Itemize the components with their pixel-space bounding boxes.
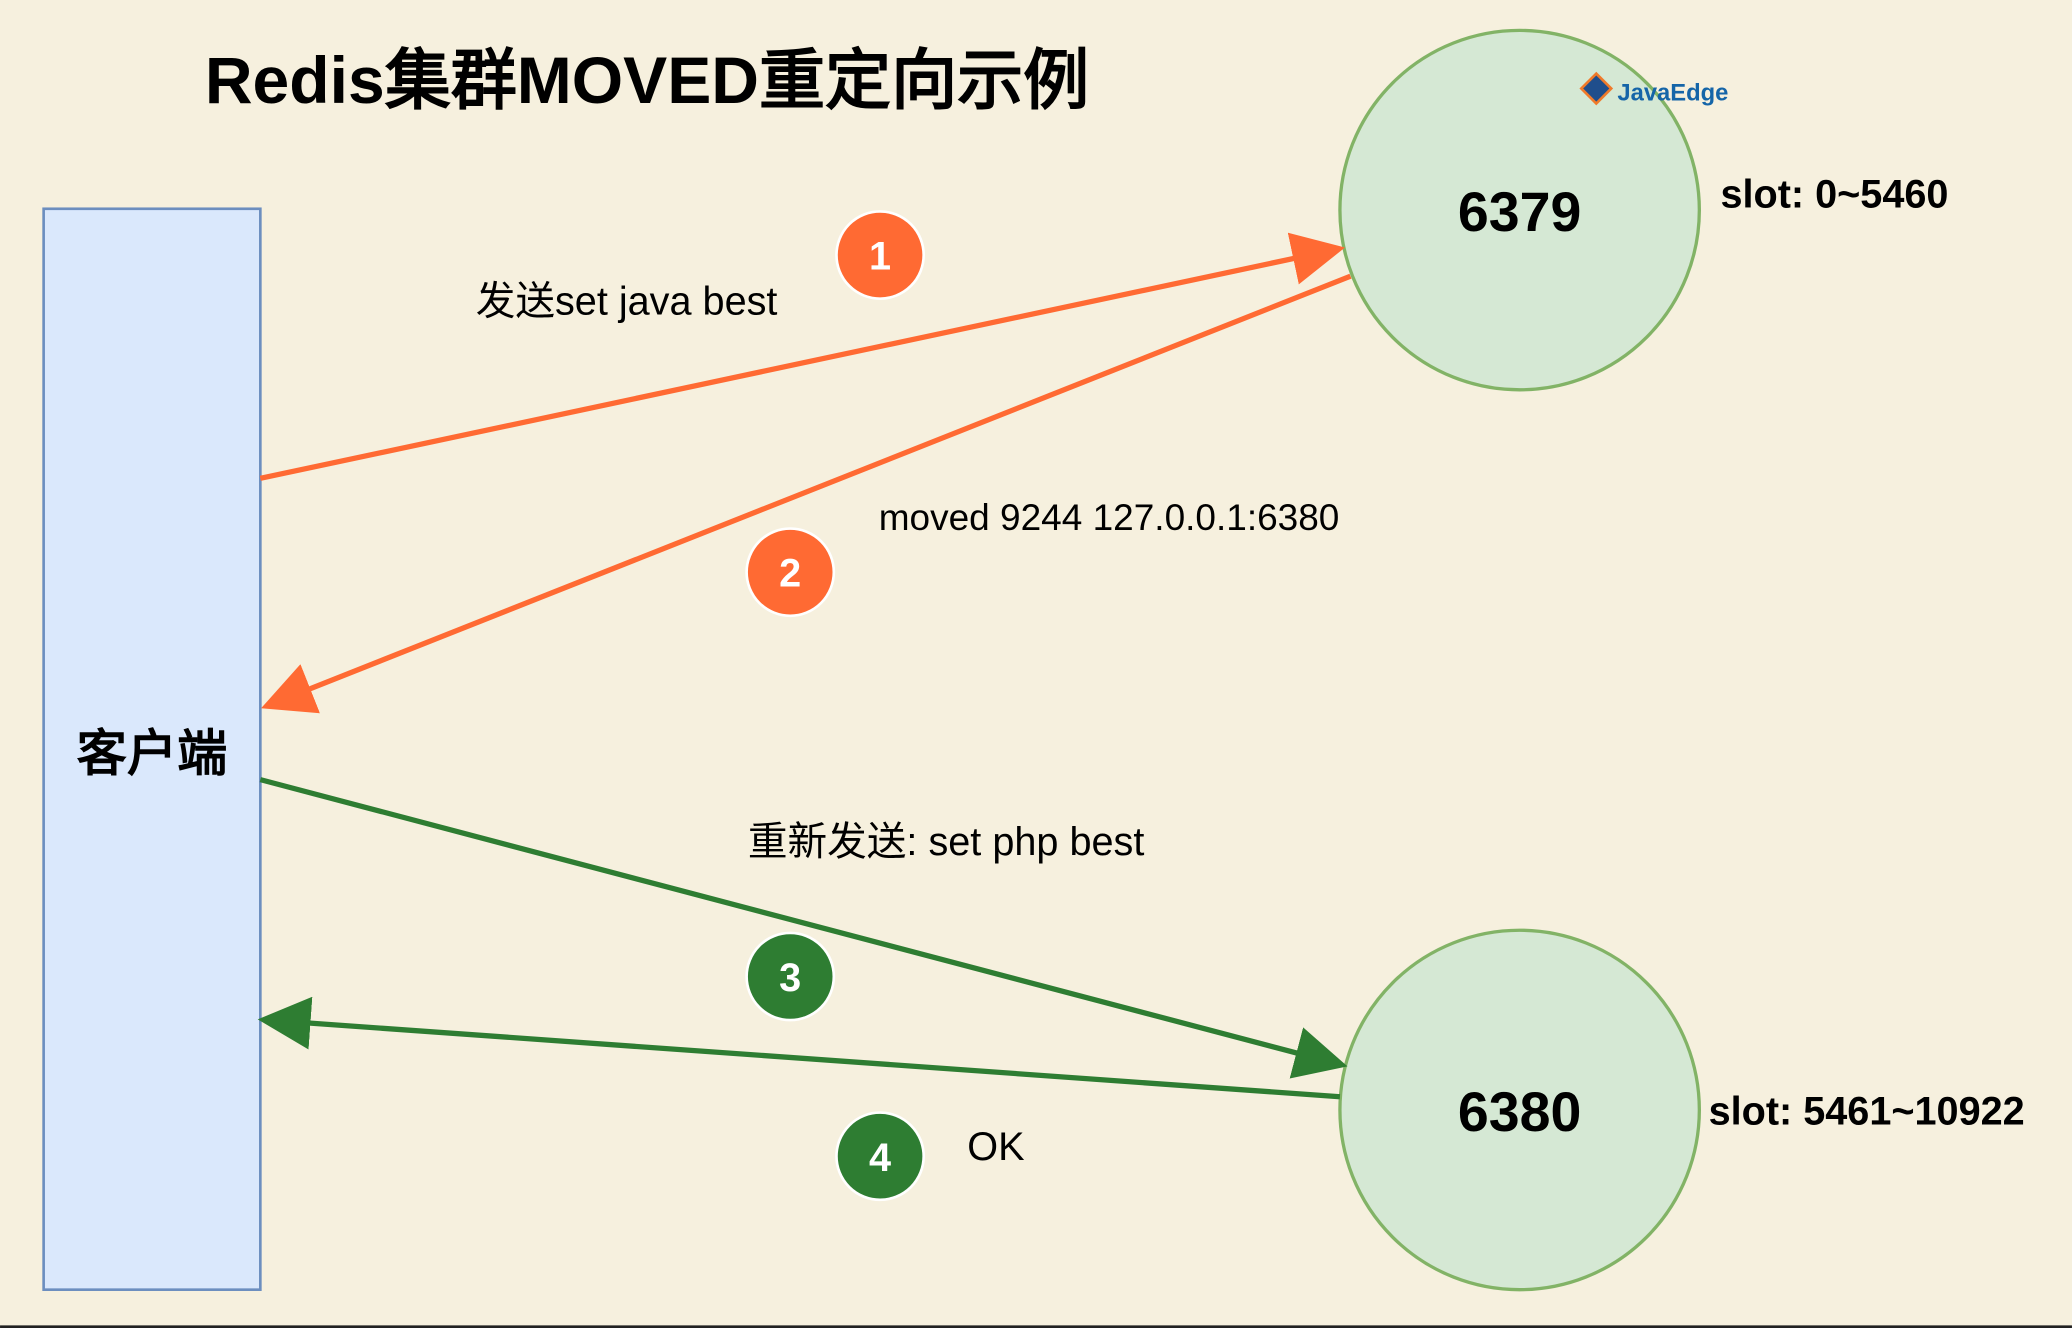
node-slot: slot: 0~5460 <box>1720 172 1948 216</box>
step-number: 4 <box>869 1136 891 1180</box>
javaedge-logo: JavaEdge <box>1579 71 1728 106</box>
arrow-step-2 <box>261 273 1352 714</box>
step-3: 3 重新发送: set php best <box>745 820 1144 1022</box>
client-box <box>42 207 262 1292</box>
step-label: moved 9244 127.0.0.1:6380 <box>879 497 1340 538</box>
step-label: 重新发送: set php best <box>748 820 1144 864</box>
client-label: 客户端 <box>77 725 228 781</box>
node-port: 6379 <box>1458 181 1581 243</box>
diagram-title: Redis集群MOVED重定向示例 <box>205 43 1089 117</box>
node-slot: slot: 5461~10922 <box>1709 1090 2025 1134</box>
step-label: 发送set java best <box>476 279 778 323</box>
step-1: 1 发送set java best <box>476 210 926 323</box>
node-port: 6380 <box>1458 1081 1581 1143</box>
arrow-step-3 <box>259 777 1348 1079</box>
step-number: 2 <box>779 552 801 596</box>
arrow-step-4 <box>257 996 1341 1100</box>
node-6380 <box>1338 928 1701 1292</box>
step-number: 3 <box>779 956 801 1000</box>
step-number: 1 <box>869 235 891 279</box>
logo-text: JavaEdge <box>1617 79 1728 106</box>
node-6379 <box>1338 28 1701 392</box>
arrow-step-1 <box>259 232 1345 481</box>
step-4: 4 OK <box>835 1111 1025 1202</box>
step-2: 2 moved 9244 127.0.0.1:6380 <box>745 497 1340 618</box>
step-label: OK <box>967 1125 1024 1169</box>
